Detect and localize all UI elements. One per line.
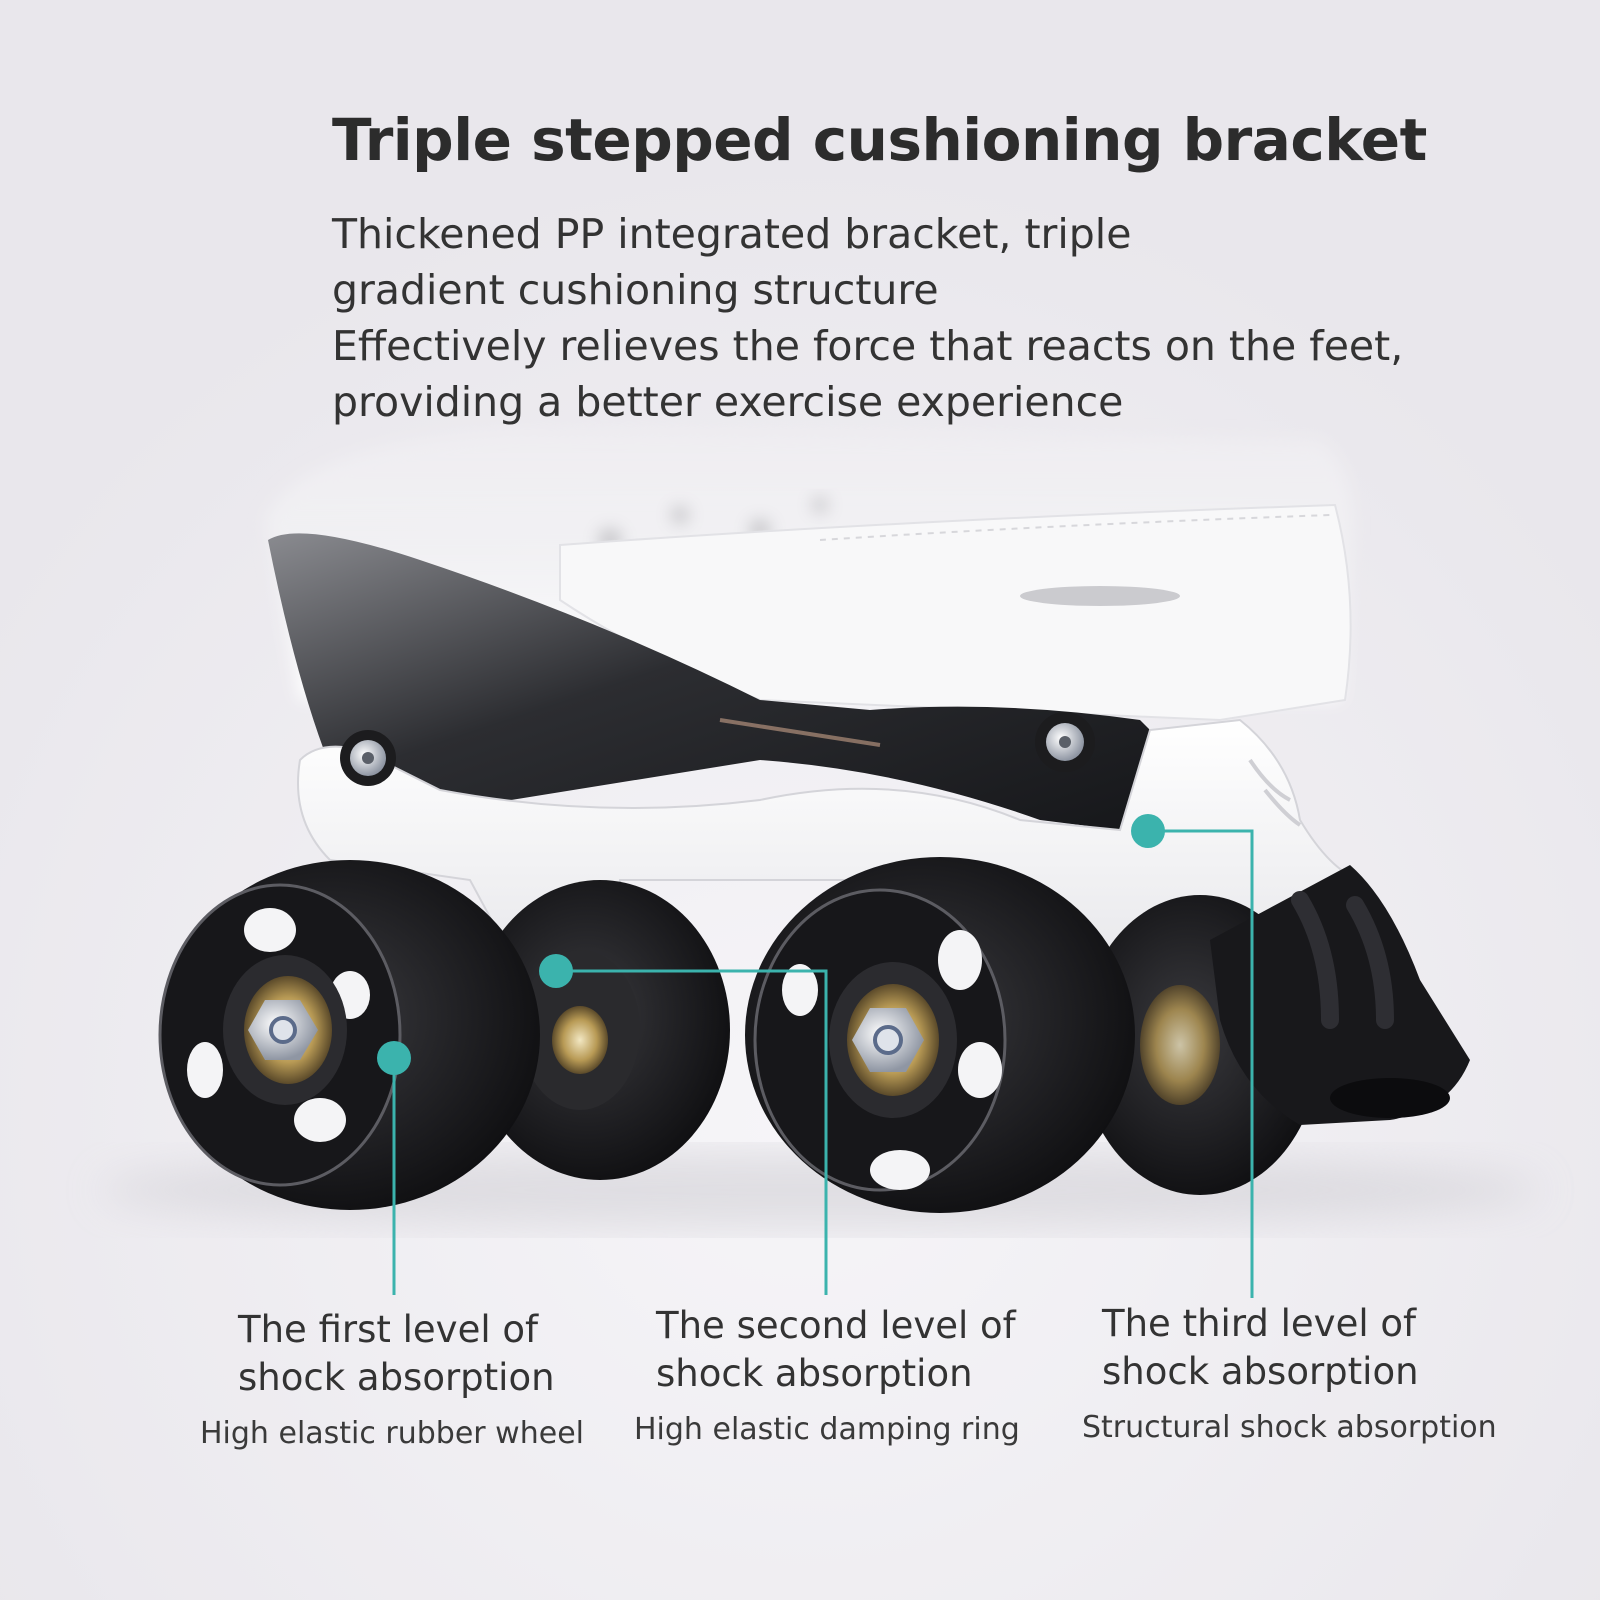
callout-title: The first level of shock absorption (200, 1306, 584, 1402)
description: Thickened PP integrated bracket, triple … (332, 206, 1512, 430)
description-line: Thickened PP integrated bracket, triple (332, 210, 1132, 258)
callout-title-line: shock absorption (1102, 1350, 1419, 1393)
callout-title-line: The first level of (238, 1308, 539, 1351)
callout-subtitle: Structural shock absorption (1082, 1410, 1497, 1445)
front-wheel-right (745, 857, 1135, 1213)
marker-dot-2 (539, 954, 573, 988)
callout-title-line: shock absorption (238, 1356, 555, 1399)
marker-dot-1 (377, 1041, 411, 1075)
callout-title-line: The second level of (656, 1304, 1016, 1347)
callout-second-level: The second level of shock absorption Hig… (634, 1302, 1020, 1447)
headline: Triple stepped cushioning bracket (332, 106, 1427, 174)
callout-subtitle: High elastic rubber wheel (200, 1416, 584, 1451)
callout-pointers (392, 829, 1254, 1298)
callout-subtitle: High elastic damping ring (634, 1412, 1020, 1447)
callout-title: The third level of shock absorption (1082, 1300, 1497, 1396)
vent-grille (1020, 586, 1180, 606)
dark-side-panel (268, 533, 1160, 830)
front-wheel-left (158, 860, 540, 1210)
description-line: Effectively relieves the force that reac… (332, 322, 1404, 370)
toe-stopper (1210, 865, 1470, 1125)
callout-third-level: The third level of shock absorption Stru… (1082, 1300, 1497, 1445)
screw-icon (340, 730, 396, 786)
rear-wheel-left (470, 880, 730, 1180)
callout-title-line: shock absorption (656, 1352, 973, 1395)
marker-dot-3 (1131, 814, 1165, 848)
callout-first-level: The first level of shock absorption High… (200, 1306, 584, 1451)
screw-icon (1035, 712, 1095, 772)
description-line: gradient cushioning structure (332, 266, 939, 314)
callout-title-line: The third level of (1102, 1302, 1417, 1345)
pointer-line-3 (1148, 829, 1254, 1298)
callout-title: The second level of shock absorption (634, 1302, 1020, 1398)
description-line: providing a better exercise experience (332, 378, 1124, 426)
pointer-line-2 (556, 969, 828, 1295)
